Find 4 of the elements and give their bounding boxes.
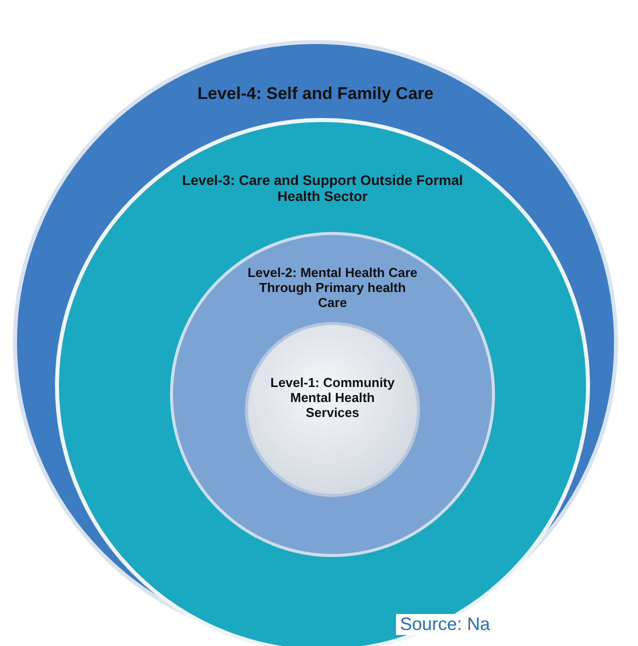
level-label: Level-1: Community Mental Health Services (269, 375, 396, 420)
level-label: Level-4: Self and Family Care (196, 84, 435, 104)
level-label: Level-2: Mental Health Care Through Primary health Care (248, 265, 418, 310)
level-label: Level-3: Care and Support Outside Formal Health Sector (181, 172, 464, 204)
